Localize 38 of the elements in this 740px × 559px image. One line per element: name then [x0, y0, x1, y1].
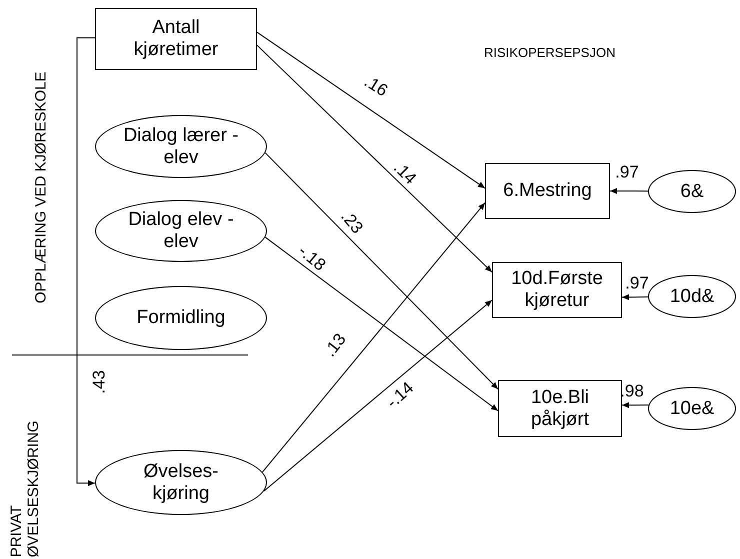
variable-box	[492, 262, 622, 318]
node-label: Øvelses- kjøring	[142, 460, 220, 504]
node-label: Dialog elev - elev	[127, 209, 235, 253]
arrow	[262, 202, 486, 473]
path-coefficient: .97	[615, 164, 639, 180]
node-label: 6&	[680, 180, 704, 202]
node-label: 10d&	[670, 286, 714, 308]
variable-box	[95, 8, 257, 70]
group-label: PRIVAT ØVELSESKJØRING	[8, 420, 42, 558]
node-label: Formidling	[136, 307, 226, 329]
arrow	[256, 44, 492, 273]
node-label: Antall kjøretimer	[132, 17, 220, 61]
arrow	[622, 402, 650, 408]
path-coefficient: .16	[361, 72, 391, 100]
group-label: OPPLÆRING VED KJØRESKOLE	[34, 70, 48, 306]
node-label: 6.Mestring	[503, 180, 592, 202]
path-coefficient: -.14	[383, 378, 417, 412]
arrow	[610, 188, 648, 194]
arrow	[264, 300, 492, 492]
node-label: 10d.Første kjøretur	[510, 268, 604, 312]
variable-box	[485, 163, 610, 219]
variable-box	[498, 380, 622, 437]
path-coefficient: .14	[390, 158, 420, 188]
path-coefficient: -.18	[295, 242, 329, 274]
path-coefficient: .43	[90, 370, 108, 394]
path-coefficient: .23	[338, 207, 366, 237]
node-label: 10e.Bli påkjørt	[530, 386, 590, 430]
node-label: Dialog lærer - elev	[122, 124, 240, 168]
arrow	[76, 37, 96, 486]
arrow	[256, 32, 486, 189]
arrow	[264, 236, 498, 412]
section-heading: RISIKOPERSEPSJON	[484, 44, 616, 62]
path-coefficient: .98	[620, 382, 644, 400]
arrow	[264, 152, 498, 390]
path-coefficient: .97	[625, 274, 649, 292]
node-label: 10e&	[670, 398, 714, 420]
path-coefficient: .13	[321, 330, 349, 360]
arrow	[622, 294, 648, 300]
